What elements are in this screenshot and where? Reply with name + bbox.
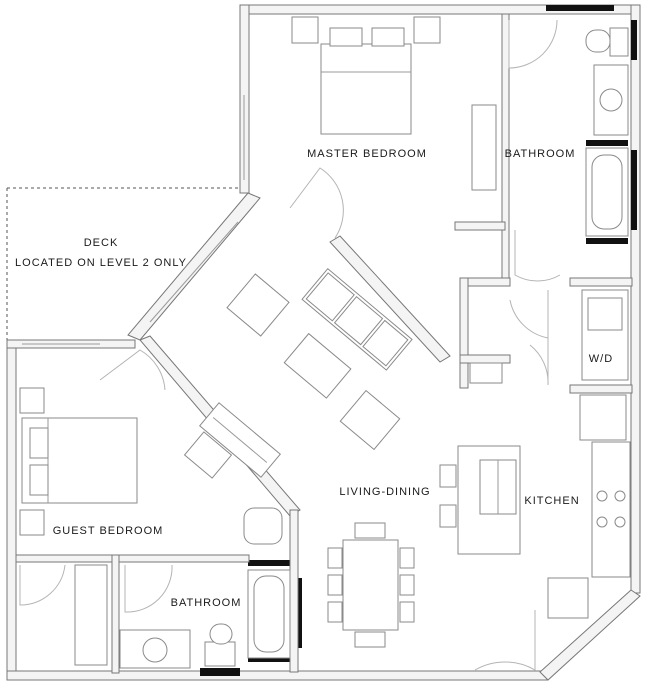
label-master-bedroom: MASTER BEDROOM [307, 148, 427, 160]
toilet [204, 641, 236, 667]
fridge [579, 394, 627, 441]
dresser [471, 104, 497, 191]
toilet [585, 29, 611, 53]
label-guest-bathroom: BATHROOM [171, 597, 242, 609]
exterior-walls [6, 4, 641, 681]
nightstand [413, 16, 441, 44]
armchair [339, 389, 401, 451]
label-deck-note: LOCATED ON LEVEL 2 ONLY [15, 257, 187, 269]
guest-bedroom [19, 349, 283, 666]
sink [599, 88, 623, 112]
dining-set [327, 522, 415, 648]
sink [142, 637, 168, 663]
label-deck: DECK [84, 237, 119, 249]
label-living-dining: LIVING-DINING [339, 486, 430, 498]
label-guest-bedroom: GUEST BEDROOM [53, 525, 164, 537]
label-washer-dryer: W/D [589, 353, 613, 365]
nightstand [291, 16, 319, 44]
desk-chair [243, 507, 283, 545]
deck-area [6, 187, 240, 340]
label-master-bathroom: BATHROOM [505, 148, 576, 160]
nightstand [19, 509, 45, 536]
counter [591, 441, 631, 578]
armchair [226, 273, 290, 337]
room-labels: MASTER BEDROOM BATHROOM DECK LOCATED ON … [15, 148, 613, 609]
master-bathroom [508, 19, 629, 282]
entry-door [474, 610, 536, 671]
master-bedroom [289, 16, 497, 239]
living-area [183, 268, 413, 479]
kitchen [439, 289, 631, 619]
wall-accents [200, 5, 637, 676]
nightstand [19, 387, 45, 414]
label-kitchen: KITCHEN [524, 495, 579, 507]
master-bed [320, 43, 412, 135]
coffee-table [283, 332, 352, 399]
guest-bathroom [119, 564, 291, 669]
dining-table [342, 539, 399, 631]
